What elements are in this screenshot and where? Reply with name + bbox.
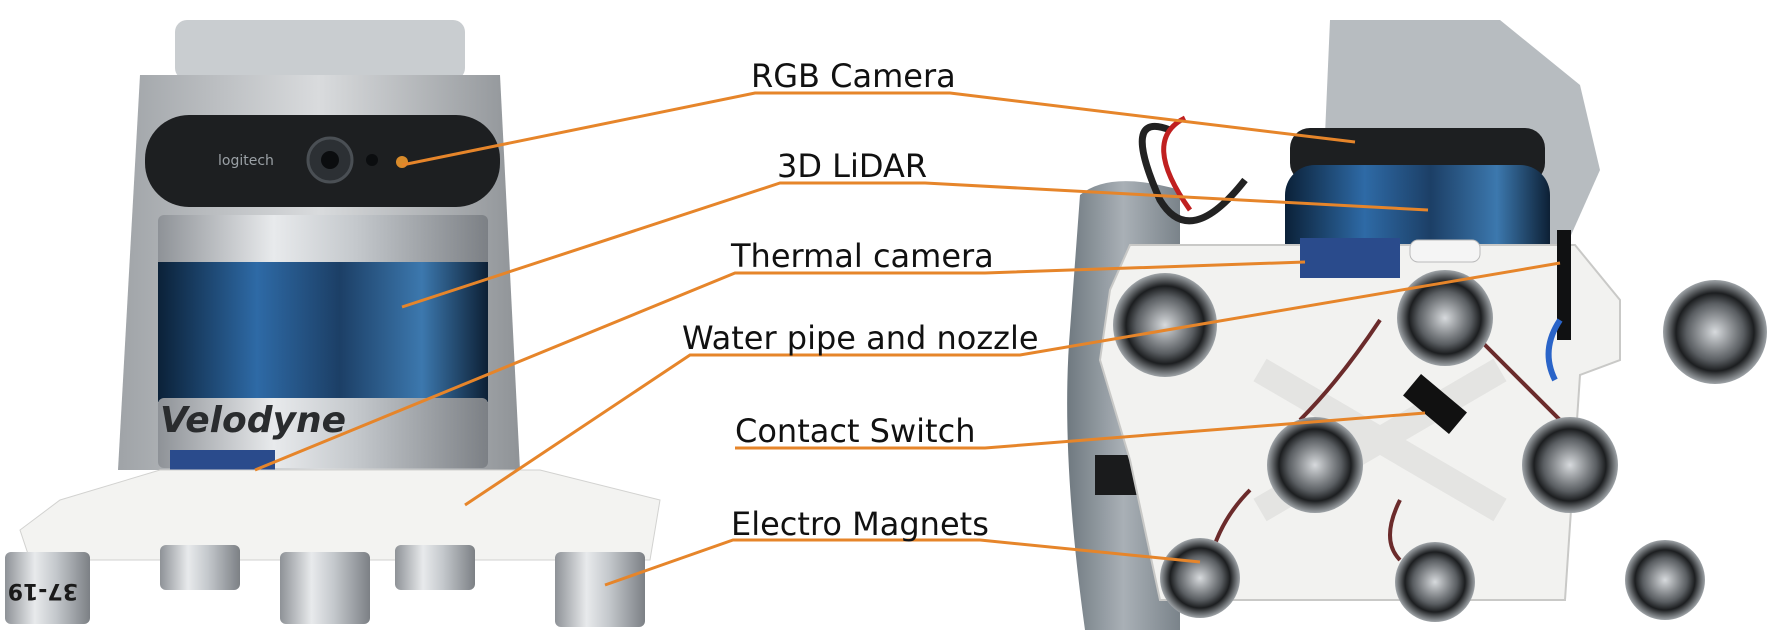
webcam-brand-text: logitech: [218, 153, 274, 169]
leader-lines: [254, 91, 1561, 587]
leader-line-rgb-camera: [401, 91, 1356, 167]
leader-line-3d-lidar: [401, 181, 1429, 309]
left-magnets: 37-19: [5, 545, 645, 627]
leader-line-electro-magnets: [604, 538, 1201, 587]
label-electro-magnets: Electro Magnets: [731, 505, 989, 543]
leader-line-thermal-camera: [254, 260, 1306, 472]
left-device-photo: logitech Velodyne 37-19: [5, 20, 661, 627]
magnet-tag-text: 37-19: [8, 578, 78, 603]
label-water-pipe: Water pipe and nozzle: [682, 319, 1039, 357]
right-magnets: [1113, 270, 1767, 622]
label-thermal-camera: Thermal camera: [731, 237, 994, 275]
leader-line-contact-switch: [735, 411, 1426, 450]
label-contact-switch: Contact Switch: [735, 412, 976, 450]
lidar-brand-text: Velodyne: [160, 400, 346, 441]
right-device-photo: [1067, 20, 1767, 630]
leader-line-water-pipe: [464, 261, 1561, 507]
label-3d-lidar: 3D LiDAR: [777, 147, 928, 185]
label-rgb-camera: RGB Camera: [751, 57, 956, 95]
